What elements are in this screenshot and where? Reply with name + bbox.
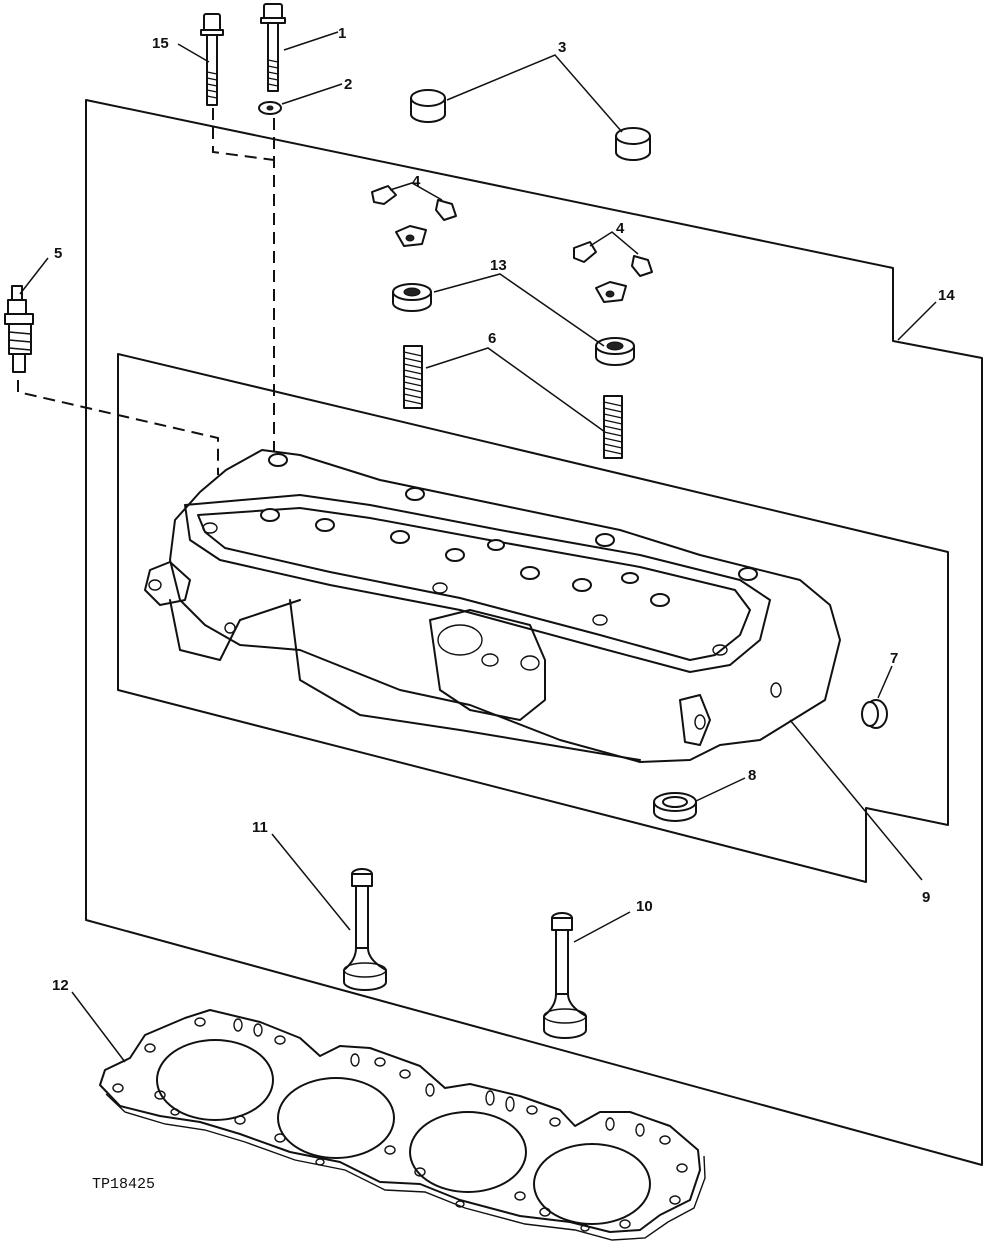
valve-keepers-right: [573, 241, 653, 303]
callout-15: 15: [152, 35, 169, 52]
gasket-holes: [112, 1017, 688, 1232]
callout-11: 11: [252, 819, 268, 836]
callout-3: 3: [558, 39, 566, 56]
valve-springs: [403, 345, 623, 459]
seal-ring: [653, 792, 697, 822]
callout-13: 13: [490, 257, 507, 274]
cap-screw: [260, 3, 286, 92]
callout-12: 12: [52, 977, 69, 994]
callout-4-left: 4: [412, 173, 421, 190]
callout-2: 2: [344, 76, 352, 93]
assembly-dashed-lines: [17, 108, 275, 475]
callout-14: 14: [938, 287, 955, 304]
figure-id-label: TP18425: [92, 1176, 155, 1193]
cap-screw-long: [200, 13, 224, 106]
callout-4-right: 4: [616, 220, 625, 237]
head-gasket: [99, 1009, 706, 1241]
valve-guides: [202, 453, 758, 656]
callout-labels: 1 2 3 4 4 5 6 7 8 9 10 11 12 13 14 15: [52, 25, 955, 994]
plug: [861, 699, 888, 729]
glow-plug-fitting: [4, 285, 34, 373]
valve-caps: [410, 89, 651, 161]
cylinder-head: [144, 449, 841, 763]
callout-6: 6: [488, 330, 496, 347]
callout-5: 5: [54, 245, 62, 262]
leader-lines: [19, 31, 937, 1063]
spring-retainers: [392, 283, 635, 366]
callout-7: 7: [890, 650, 898, 667]
callout-10: 10: [636, 898, 653, 915]
callout-9: 9: [922, 889, 930, 906]
valve-11: [343, 868, 387, 991]
valve-keepers-left: [371, 185, 457, 247]
valve-10: [543, 912, 587, 1039]
callout-1: 1: [338, 25, 346, 42]
washer: [258, 101, 282, 115]
callout-8: 8: [748, 767, 756, 784]
